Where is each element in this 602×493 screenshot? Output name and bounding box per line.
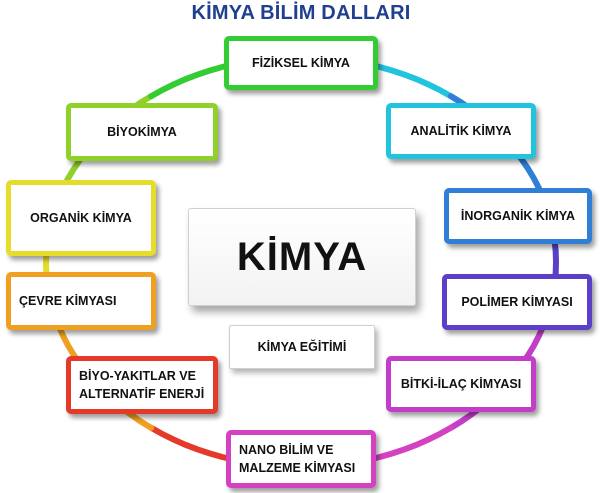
node-label: ANALİTİK KİMYA (410, 123, 512, 138)
node-label: BİTKİ-İLAÇ KİMYASI (400, 376, 522, 391)
node-label: BİYOKİMYA (107, 124, 177, 139)
node-label: FİZİKSEL KİMYA (252, 55, 350, 70)
node-fiziksel-kimya: FİZİKSEL KİMYA (224, 36, 378, 90)
node-nano-bilim-malzeme: NANO BİLİM VE MALZEME KİMYASI (226, 430, 376, 488)
kimya-egitimi-box: KİMYA EĞİTİMİ (229, 325, 375, 369)
node-label: ÇEVRE KİMYASI (19, 293, 117, 308)
edu-label: KİMYA EĞİTİMİ (257, 340, 347, 354)
diagram-title: KİMYA BİLİM DALLARI (191, 2, 411, 24)
node-label: POLİMER KİMYASI (461, 294, 573, 309)
node-biyokimya: BİYOKİMYA (66, 103, 218, 161)
node-analitik-kimya: ANALİTİK KİMYA (386, 103, 536, 159)
node-organik-kimya: ORGANİK KİMYA (6, 180, 156, 256)
node-cevre-kimyasi: ÇEVRE KİMYASI (6, 272, 156, 330)
node-polimer-kimyasi: POLİMER KİMYASI (442, 274, 592, 330)
center-label: KİMYA (236, 234, 368, 279)
node-label: NANO BİLİM VE MALZEME KİMYASI (239, 442, 356, 475)
node-label: BİYO-YAKITLAR VE ALTERNATİF ENERJİ (79, 368, 205, 401)
node-label: İNORGANİK KİMYA (460, 208, 576, 223)
node-biyo-yakitlar: BİYO-YAKITLAR VE ALTERNATİF ENERJİ (66, 356, 218, 414)
node-label: ORGANİK KİMYA (30, 210, 132, 225)
center-kimya-box: KİMYA (188, 208, 416, 306)
node-inorganik-kimya: İNORGANİK KİMYA (444, 188, 592, 244)
node-bitki-ilac-kimyasi: BİTKİ-İLAÇ KİMYASI (386, 356, 536, 412)
